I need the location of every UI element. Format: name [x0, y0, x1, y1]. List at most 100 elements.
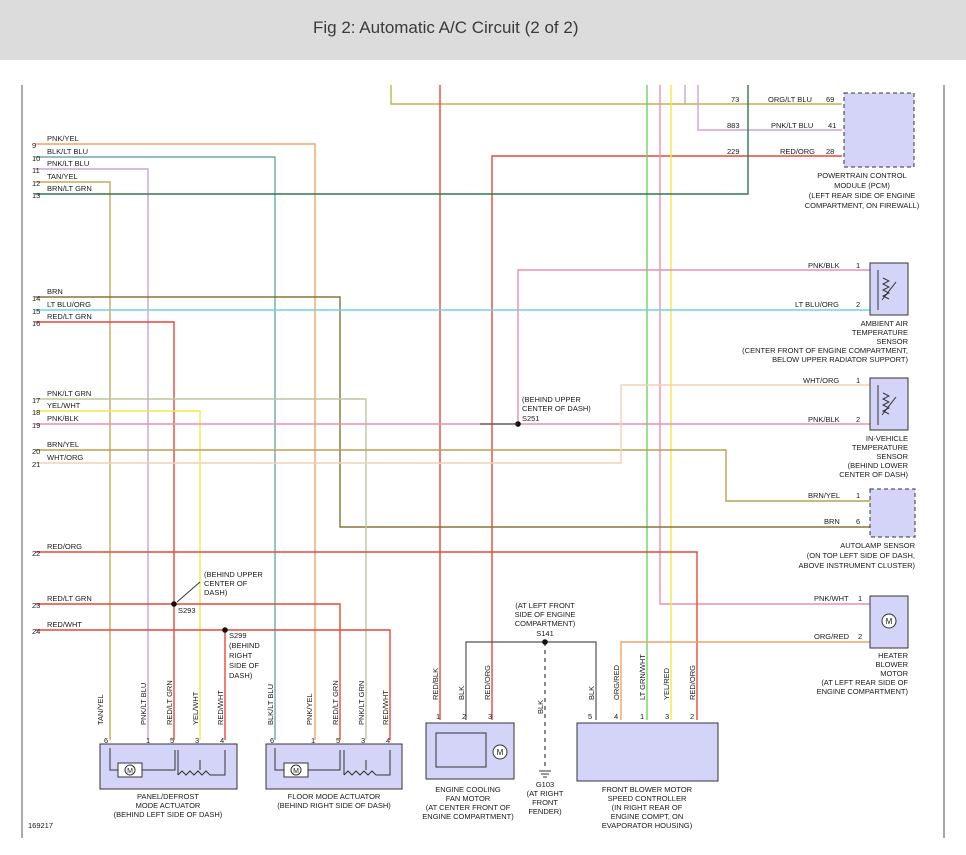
- s141-id: S141: [536, 629, 554, 638]
- splice-s141-dot: [542, 639, 548, 645]
- wire-org-lt-blu: [390, 85, 842, 105]
- blower-pin: 2: [690, 712, 694, 721]
- heater-wire-label: PNK/WHT: [814, 594, 849, 603]
- invehicle-name: CENTER OF DASH): [839, 470, 908, 479]
- wire-10: [35, 156, 276, 740]
- autolamp-name: ABOVE INSTRUMENT CLUSTER): [798, 561, 915, 570]
- heater-name: BLOWER: [875, 660, 908, 669]
- wire-22: [35, 551, 698, 720]
- fan-pin: 2: [462, 712, 466, 721]
- figure-number: 169217: [28, 821, 53, 830]
- wire-20: [35, 449, 870, 502]
- ambient-pin: 1: [856, 261, 860, 270]
- blower-pin: 1: [640, 712, 644, 721]
- wire-s293-floor: [174, 603, 341, 740]
- fan-pin: 1: [436, 712, 440, 721]
- pcm-circuit: 73: [731, 95, 739, 104]
- autolamp-sensor: BRN/YEL 1 BRN 6 AUTOLAMP SENSOR (ON TOP …: [798, 488, 916, 570]
- s299-note: DASH): [229, 671, 253, 680]
- ambient-pin: 2: [856, 300, 860, 309]
- wire-label: WHT/ORG: [47, 453, 83, 462]
- pcm-pin: 41: [828, 121, 836, 130]
- pcm-name: COMPARTMENT, ON FIREWALL): [805, 201, 920, 210]
- blower-name: FRONT BLOWER MOTOR: [602, 785, 693, 794]
- autolamp-name: (ON TOP LEFT SIDE OF DASH,: [807, 551, 915, 560]
- pin-label: 18: [32, 408, 40, 417]
- pin-label: 10: [32, 154, 40, 163]
- splice-notes: (BEHIND UPPER CENTER OF DASH) S251 (BEHI…: [176, 395, 591, 680]
- blower-pin: 4: [614, 712, 618, 721]
- s299-note: (BEHIND: [229, 641, 260, 650]
- wire-16: [35, 321, 175, 740]
- invehicle-name: TEMPERATURE: [852, 443, 908, 452]
- pcm-circuit: 883: [727, 121, 740, 130]
- pcm-name: POWERTRAIN CONTROL: [817, 171, 906, 180]
- heater-pin: 1: [858, 594, 862, 603]
- wire-9: [35, 143, 316, 740]
- autolamp-wire-label: BRN: [824, 517, 840, 526]
- wire-label: PNK/BLK: [47, 414, 79, 423]
- splice-s293-dot: [171, 601, 177, 607]
- pin-label: 21: [32, 460, 40, 469]
- ambient-wire-label: LT BLU/ORG: [795, 300, 839, 309]
- heater-wire-label: ORG/RED: [814, 632, 850, 641]
- wire-label: TAN/YEL: [47, 172, 78, 181]
- floor-mode-actuator: M BLK/LT BLU PNK/YEL RED/LT GRN PNK/LT G…: [265, 680, 403, 810]
- autolamp-pin: 6: [856, 517, 860, 526]
- page-title: Fig 2: Automatic A/C Circuit (2 of 2): [313, 18, 579, 37]
- blower-wire-label: BLK: [587, 686, 596, 700]
- pcm-wire-label: ORG/LT BLU: [768, 95, 812, 104]
- floor-pin: 4: [386, 736, 390, 745]
- floor-wire-label: RED/WHT: [381, 690, 390, 725]
- wire-label: LT BLU/ORG: [47, 300, 91, 309]
- ambient-name: SENSOR: [876, 337, 908, 346]
- floor-pin: 1: [311, 736, 315, 745]
- floor-pin: 6: [270, 736, 274, 745]
- pcm-pin: 69: [826, 95, 834, 104]
- ground-name: (AT RIGHT: [527, 789, 564, 798]
- pin-label: 13: [32, 191, 40, 200]
- blower-name: SPEED CONTROLLER: [608, 794, 687, 803]
- s293-note: CENTER OF: [204, 579, 248, 588]
- pin-label: 11: [32, 166, 40, 175]
- wire-label: PNK/LT GRN: [47, 389, 91, 398]
- heater-name: HEATER: [878, 651, 908, 660]
- invehicle-pin: 2: [856, 415, 860, 424]
- wire-group: [35, 85, 870, 770]
- wire-label: RED/ORG: [47, 542, 82, 551]
- ambient-sensor: PNK/BLK 1 LT BLU/ORG 2 AMBIENT AIR TEMPE…: [742, 261, 908, 364]
- blower-name: EVAPORATOR HOUSING): [602, 821, 693, 830]
- ambient-name: AMBIENT AIR: [861, 319, 909, 328]
- s293-note: DASH): [204, 588, 228, 597]
- pin-label: 16: [32, 319, 40, 328]
- floor-pin: 3: [361, 736, 365, 745]
- panel-name: PANEL/DEFROST: [137, 792, 199, 801]
- ground-name: FENDER): [528, 807, 562, 816]
- ground-wire-label: BLK: [536, 700, 545, 714]
- panel-pin: 5: [170, 736, 174, 745]
- s299-note: RIGHT: [229, 651, 253, 660]
- wire-label: PNK/LT BLU: [47, 159, 89, 168]
- floor-pin: 5: [336, 736, 340, 745]
- floor-wire-label: PNK/LT GRN: [357, 681, 366, 725]
- blower-name: (IN RIGHT REAR OF: [612, 803, 683, 812]
- s299-id: S299: [229, 631, 247, 640]
- fan-pin: 3: [488, 712, 492, 721]
- ground-name: G103: [536, 780, 554, 789]
- pcm-wire-label: RED/ORG: [780, 147, 815, 156]
- header-bar: Fig 2: Automatic A/C Circuit (2 of 2): [0, 0, 966, 60]
- pin-label: 20: [32, 447, 40, 456]
- invehicle-sensor: WHT/ORG 1 PNK/BLK 2 IN-VEHICLE TEMPERATU…: [803, 376, 909, 479]
- wire-label: RED/LT GRN: [47, 312, 92, 321]
- s141-note: (AT LEFT FRONT: [515, 601, 575, 610]
- pin-label: 14: [32, 294, 40, 303]
- heater-name: ENGINE COMPARTMENT): [817, 687, 909, 696]
- pin-label: 24: [32, 627, 40, 636]
- floor-name: (BEHIND RIGHT SIDE OF DASH): [277, 801, 391, 810]
- blower-pin: 3: [665, 712, 669, 721]
- wire-21: [35, 384, 870, 464]
- motor-glyph: M: [293, 768, 299, 775]
- wire-s141-blk: [465, 641, 597, 720]
- motor-glyph: M: [497, 748, 504, 757]
